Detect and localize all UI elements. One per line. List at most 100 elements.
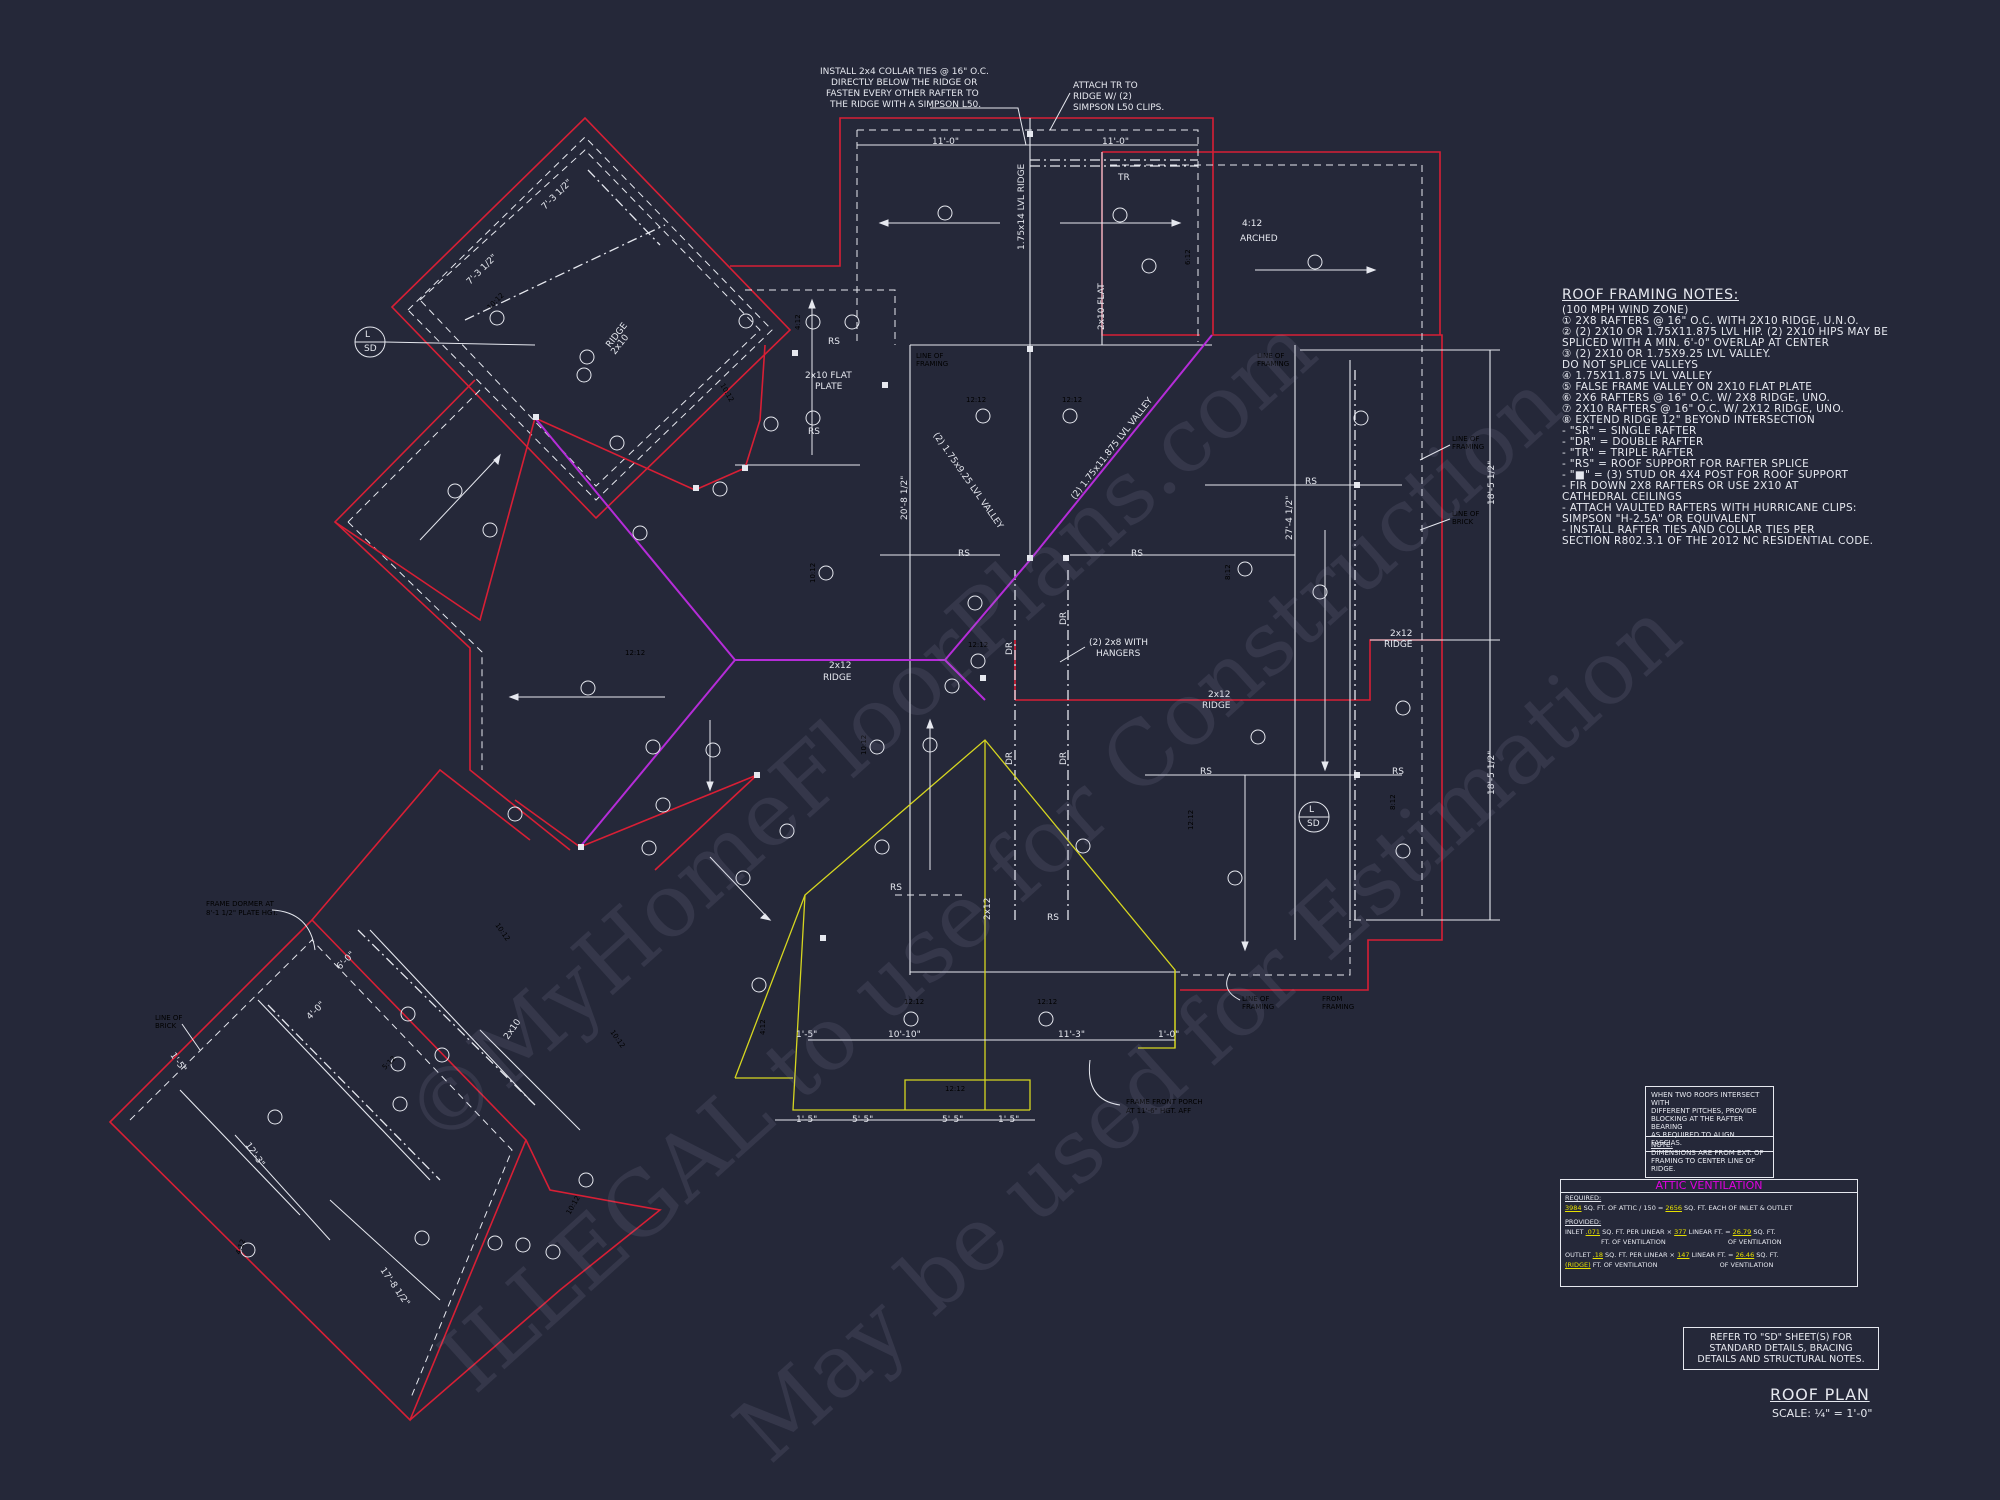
collar-tie-note-1: INSTALL 2x4 COLLAR TIES @ 16" O.C.	[820, 67, 989, 77]
ridge-label-right-a: 2x12	[1208, 690, 1231, 700]
dim-16: 7'-3 1/2"	[540, 178, 574, 212]
dim-12: 5'-5"	[942, 1115, 963, 1125]
from-framing-a: FROM	[1322, 995, 1342, 1003]
rafter-direction-arrows	[234, 219, 1377, 1301]
rs-7: RS	[1392, 767, 1404, 777]
porch-ridge-label: 2x12	[983, 897, 993, 920]
dormer-note-2: 8'-1 1/2" PLATE HGT.	[206, 909, 278, 917]
note-item: DO NOT SPLICE VALLEYS	[1562, 359, 1699, 371]
dr-1: DR	[1005, 642, 1015, 655]
outlet-ridge: (RIDGE)	[1565, 1261, 1591, 1269]
inlet-linear-ft: 377	[1674, 1228, 1687, 1236]
pitch-11: 8:12	[1389, 794, 1397, 810]
dim-13: 1'-5"	[998, 1115, 1019, 1125]
dimension-note-box: NOTE: DIMENSIONS ARE FROM EXT. OF FRAMIN…	[1645, 1136, 1774, 1178]
hangers-note-2: HANGERS	[1096, 649, 1141, 659]
outlet-text-3: LINEAR FT. =	[1691, 1251, 1734, 1259]
dim-10: 1'-5"	[796, 1115, 817, 1125]
valley-label-1: (2) 1.75x9.25 LVL VALLEY	[931, 431, 1005, 531]
rs-4: RS	[1131, 549, 1143, 559]
outlet-label: OUTLET	[1565, 1251, 1591, 1259]
front-porch-outline	[734, 739, 1176, 1121]
intersect-line: BLOCKING AT THE RAFTER BEARING	[1651, 1115, 1744, 1131]
rs-5: RS	[1305, 477, 1317, 487]
note-item: ⑧ EXTEND RIDGE 12" BEYOND INTERSECTION	[1562, 414, 1816, 426]
line-of-brick-1b: BRICK	[1452, 518, 1474, 526]
ventilation-title: ATTIC VENTILATION	[1561, 1180, 1857, 1193]
ridge-label-center-a: 2x12	[829, 661, 852, 671]
pitch-18: 10:12	[493, 922, 511, 943]
collar-tie-note-4: THE RIDGE WITH A SIMPSON L50.	[829, 100, 981, 110]
note-line: DIMENSIONS ARE FROM EXT. OF	[1651, 1149, 1764, 1157]
dim-5: 18'-5 1/2"	[1487, 461, 1497, 505]
note-item: ⑤ FALSE FRAME VALLEY ON 2x10 FLAT PLATE	[1562, 381, 1813, 393]
note-item: SIMPSON "H-2.5A" OR EQUIVALENT	[1562, 513, 1756, 525]
line-of-framing-3a: LINE OF	[1452, 435, 1479, 443]
notes-heading: ROOF FRAMING NOTES:	[1562, 287, 1739, 303]
pitch-3: 12:12	[625, 649, 645, 657]
outlet-text-4: SQ. FT.	[1756, 1251, 1779, 1259]
refer-line: REFER TO "SD" SHEET(S) FOR	[1709, 1332, 1853, 1343]
dim-14: 1'-0"	[1158, 1030, 1179, 1040]
pitch-21: 4:12	[234, 1238, 247, 1256]
roof-support-posts	[533, 131, 1360, 941]
dim-15: 7'-3 1/2"	[465, 253, 499, 287]
dr-3: DR	[1005, 752, 1015, 765]
inlet-row: INLET .071 SQ. FT. PER LINEAR × 377 LINE…	[1565, 1228, 1776, 1236]
sd-2-bottom: SD	[1307, 819, 1320, 829]
dormer-note-1: FRAME DORMER AT	[206, 900, 275, 908]
pitch-4: 12:12	[968, 641, 988, 649]
pitch-19: 10:12	[608, 1029, 626, 1050]
line-of-brick-2b: BRICK	[155, 1022, 177, 1030]
inlet-label: INLET	[1565, 1228, 1584, 1236]
arched-label: ARCHED	[1240, 234, 1278, 244]
note-item: - "TR" = TRIPLE RAFTER	[1562, 447, 1694, 459]
refer-sd-note-box: REFER TO "SD" SHEET(S) FOR STANDARD DETA…	[1683, 1327, 1879, 1370]
dim-2: 11'-0"	[1102, 137, 1129, 147]
required-sqft: 2656	[1665, 1204, 1682, 1212]
line-of-brick-1a: LINE OF	[1452, 510, 1479, 518]
framing-line-dashed	[129, 129, 1423, 1401]
note-item: - "RS" = ROOF SUPPORT FOR RAFTER SPLICE	[1562, 458, 1810, 470]
line-of-brick-2a: LINE OF	[155, 1014, 182, 1022]
refer-line: STANDARD DETAILS, BRACING	[1709, 1343, 1853, 1354]
dim-20: 4'-0"	[305, 1000, 327, 1022]
dim-8: 11'-3"	[1058, 1030, 1085, 1040]
outlet-per-ft: .18	[1592, 1251, 1603, 1259]
inlet-per-ft: .071	[1585, 1228, 1601, 1236]
leader-lines	[181, 92, 1451, 1106]
note-item: ① 2x8 RAFTERS @ 16" O.C. WITH 2x10 RIDGE…	[1562, 315, 1859, 327]
inlet-text-3: LINEAR FT. =	[1688, 1228, 1731, 1236]
outlet-linear-ft: 147	[1677, 1251, 1690, 1259]
lvl-ridge-label: 1.75x14 LVL RIDGE	[1017, 163, 1027, 250]
note-item: - "SR" = SINGLE RAFTER	[1562, 425, 1697, 437]
line-of-framing-4a: LINE OF	[1242, 995, 1269, 1003]
attic-ventilation-table: ATTIC VENTILATION REQUIRED: 3984 SQ. FT.…	[1560, 1179, 1858, 1287]
line-of-framing-3b: FRAMING	[1452, 443, 1484, 451]
pitch-9: 10:12	[860, 735, 868, 755]
from-framing-b: FRAMING	[1322, 1003, 1354, 1011]
inlet-text-2: FT. OF VENTILATION	[1601, 1238, 1666, 1246]
dim-9: 1'-5"	[796, 1030, 817, 1040]
dr-4: DR	[1059, 752, 1069, 765]
exterior-wall-outline	[108, 116, 1443, 1422]
attach-note-2: RIDGE W/ (2)	[1073, 92, 1132, 102]
intersect-note-box: WHEN TWO ROOFS INTERSECT WITH DIFFERENT …	[1645, 1086, 1774, 1152]
note-item: - INSTALL RAFTER TIES AND COLLAR TIES PE…	[1562, 524, 1815, 536]
note-item: - ATTACH VAULTED RAFTERS WITH HURRICANE …	[1562, 502, 1857, 514]
outlet-total: 26.46	[1735, 1251, 1755, 1259]
pitch-13: 4:12	[794, 314, 802, 330]
ridge-label-far-b: RIDGE	[1384, 640, 1413, 650]
hangers-note-1: (2) 2x8 WITH	[1089, 638, 1148, 648]
rs-9: RS	[1047, 913, 1059, 923]
pitch-15: 6:12	[1184, 249, 1192, 265]
flat-plate-vertical: 2x10 FLAT	[1097, 283, 1107, 330]
line-of-framing-1a: LINE OF	[1257, 352, 1284, 360]
line-of-framing-2a: LINE OF	[916, 352, 943, 360]
dim-18: 17'-8 1/2"	[378, 1266, 412, 1308]
outlet-text: SQ. FT. PER LINEAR	[1605, 1251, 1668, 1259]
dim-19: 6'-0"	[335, 950, 357, 972]
dim-6: 18'-5 1/2"	[1487, 751, 1497, 795]
note-item: ⑦ 2x10 RAFTERS @ 16" O.C. W/ 2x12 RIDGE,…	[1562, 403, 1845, 415]
ridge-label-center-b: RIDGE	[823, 673, 852, 683]
